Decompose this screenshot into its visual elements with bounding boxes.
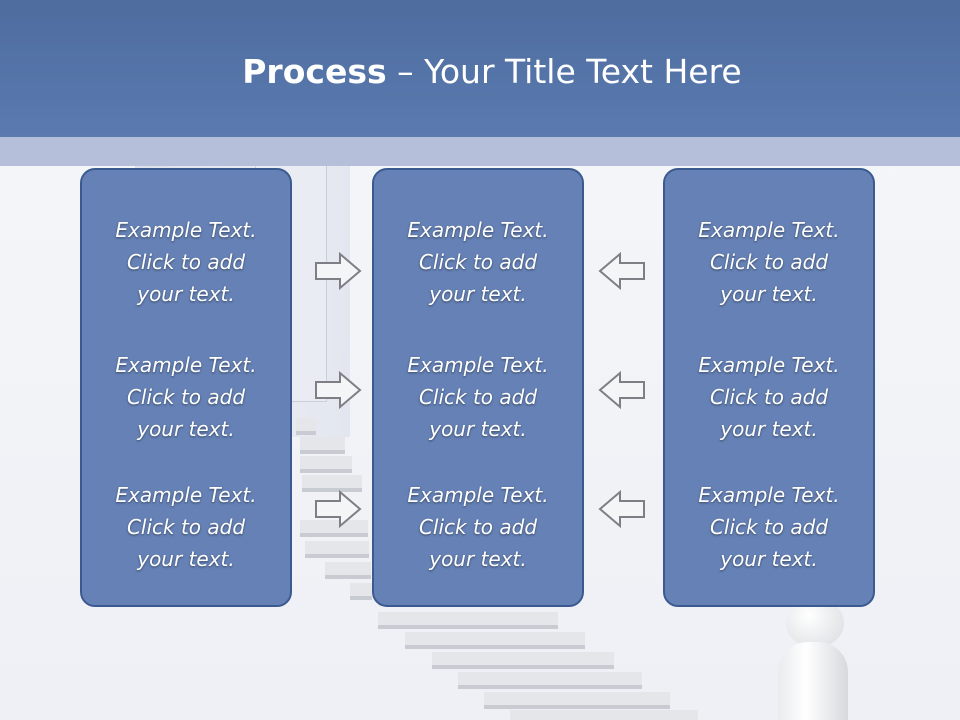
stair-step bbox=[300, 437, 345, 454]
stair-step bbox=[484, 692, 670, 709]
arrow-right-icon bbox=[315, 370, 362, 410]
person-figure-body bbox=[778, 642, 848, 720]
arrow-right-icon bbox=[315, 251, 362, 291]
arrow-left-icon bbox=[598, 251, 645, 291]
stair-step bbox=[405, 632, 585, 649]
title-bold: Process bbox=[242, 52, 387, 91]
title-rest: – Your Title Text Here bbox=[386, 52, 742, 91]
stair-step bbox=[325, 562, 371, 579]
stair-step bbox=[300, 456, 352, 473]
arrow-left-icon bbox=[598, 489, 645, 529]
stair-step bbox=[350, 583, 372, 600]
stair-step bbox=[296, 418, 316, 435]
stair-step bbox=[510, 710, 698, 720]
stair-step bbox=[378, 612, 558, 629]
stair-step bbox=[302, 475, 362, 492]
stair-step bbox=[300, 520, 368, 537]
arrow-right-icon bbox=[315, 489, 362, 529]
page-title[interactable]: Process – Your Title Text Here bbox=[0, 52, 960, 91]
title-bar bbox=[0, 0, 960, 137]
stair-step bbox=[305, 541, 369, 558]
stair-step bbox=[432, 652, 614, 669]
arrow-left-icon bbox=[598, 370, 645, 410]
title-subband bbox=[0, 137, 960, 166]
stair-step bbox=[458, 672, 642, 689]
